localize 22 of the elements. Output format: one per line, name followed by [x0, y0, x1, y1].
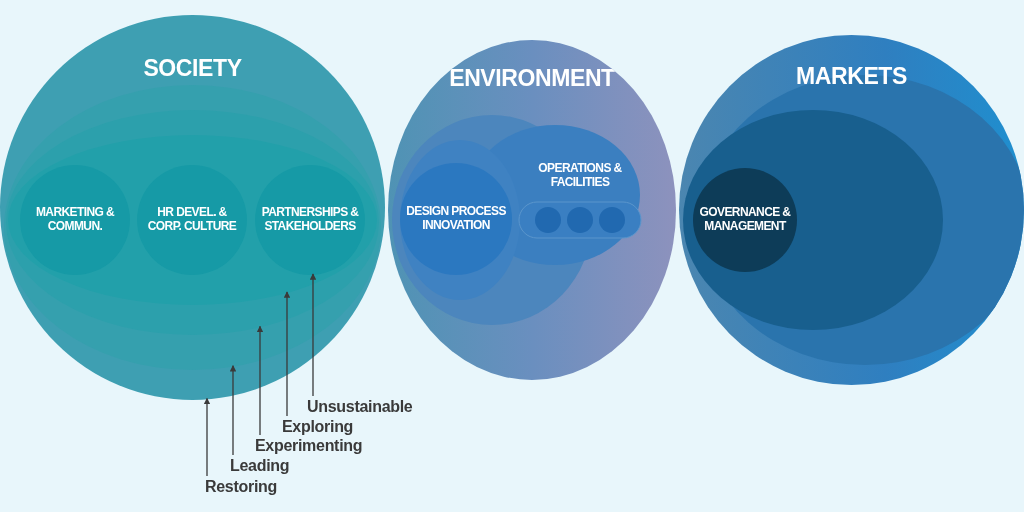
pill-shape	[515, 162, 645, 242]
leader-arrow	[229, 365, 237, 456]
pill-label: OPERATIONS & FACILITIES	[537, 162, 623, 190]
circle-title: MARKETS	[796, 63, 907, 90]
circle-label: MARKETING & COMMUN.	[34, 206, 116, 234]
circle-label: DESIGN PROCESS INNOVATION	[405, 205, 507, 233]
leader-arrow	[283, 291, 291, 417]
circle-label: HR DEVEL. & CORP. CULTURE	[146, 206, 238, 234]
leader-arrow	[203, 397, 211, 477]
circle-title: ENVIRONMENT	[449, 65, 615, 92]
leader-arrow	[309, 273, 317, 397]
circle-label: GOVERNANCE & MANAGEMENT	[698, 206, 792, 234]
stage-label: Unsustainable	[307, 398, 413, 416]
inner-circle	[20, 165, 130, 275]
stage-label: Experimenting	[255, 437, 363, 455]
stage-label: Exploring	[282, 418, 354, 436]
leader-arrow	[256, 325, 264, 436]
stage-label: Leading	[230, 457, 290, 475]
circle-title: SOCIETY	[143, 55, 242, 82]
circle-label: PARTNERSHIPS & STAKEHOLDERS	[260, 206, 360, 234]
stage-label: Restoring	[205, 478, 277, 496]
inner-circle	[255, 165, 365, 275]
